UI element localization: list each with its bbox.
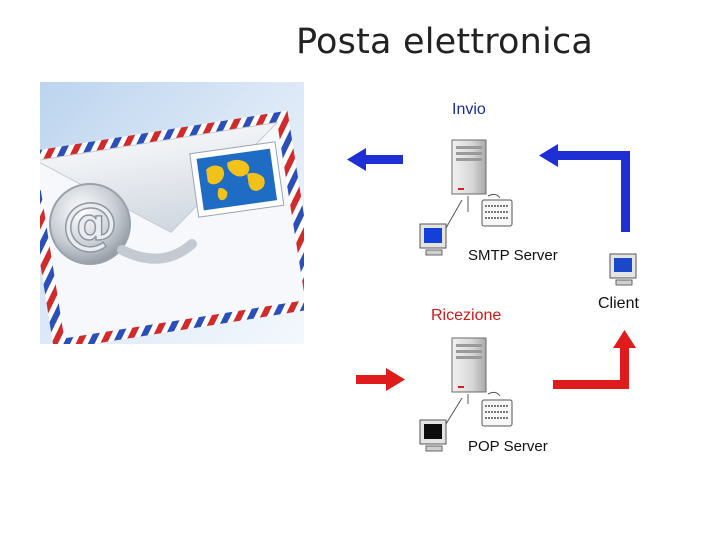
pop-server-icon	[451, 337, 487, 404]
smtp-server-label: SMTP Server	[468, 247, 558, 264]
pop-server-label: POP Server	[468, 438, 548, 455]
email-envelope-icon: @	[40, 82, 304, 344]
slide-title: Posta elettronica	[296, 22, 594, 62]
client-label: Client	[598, 295, 639, 312]
keyboard-icon	[481, 391, 513, 427]
monitor-icon	[419, 397, 463, 452]
svg-text:@: @	[62, 191, 118, 256]
send-arrow-from-client	[539, 144, 630, 232]
keyboard-icon	[481, 193, 513, 227]
receive-arrow-right	[356, 368, 405, 391]
monitor-icon	[419, 199, 463, 256]
receive-arrow-to-client	[553, 330, 636, 389]
receive-label: Ricezione	[431, 307, 502, 324]
client-computer-icon	[609, 253, 637, 286]
smtp-server-icon	[451, 139, 487, 212]
send-arrow-left	[347, 148, 403, 171]
send-label: Invio	[452, 101, 486, 118]
